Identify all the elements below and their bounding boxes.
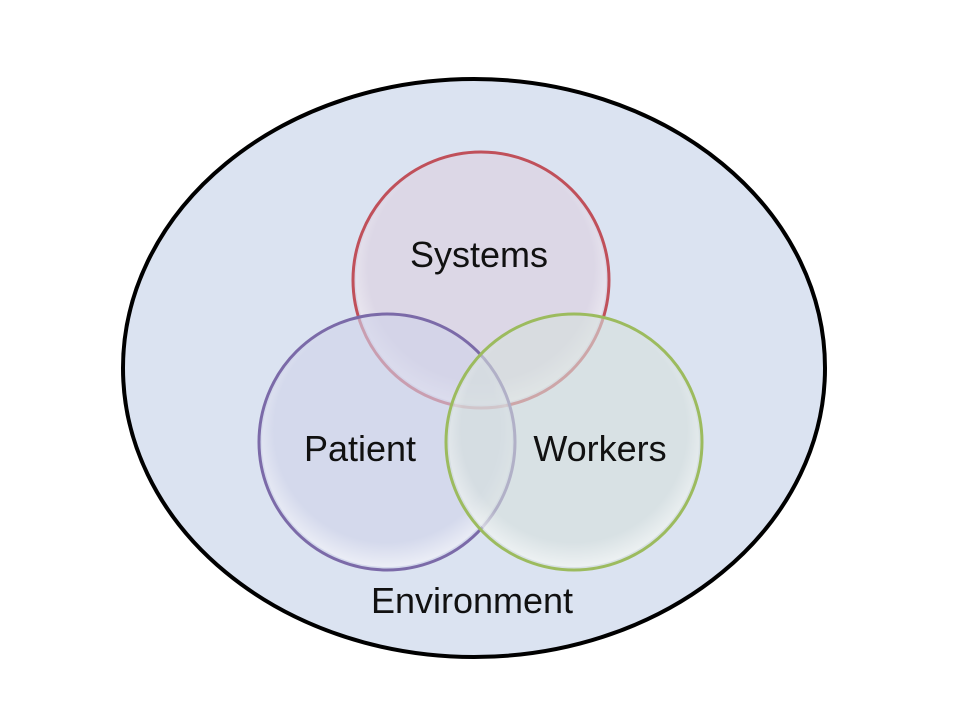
workers-circle-group xyxy=(444,312,704,572)
patient-label: Patient xyxy=(304,428,416,469)
environment-label: Environment xyxy=(371,580,573,621)
systems-label: Systems xyxy=(410,234,548,275)
workers-circle-highlight xyxy=(449,317,699,567)
workers-label: Workers xyxy=(533,428,666,469)
patient-circle-highlight xyxy=(262,317,512,567)
patient-circle-group xyxy=(257,312,517,572)
